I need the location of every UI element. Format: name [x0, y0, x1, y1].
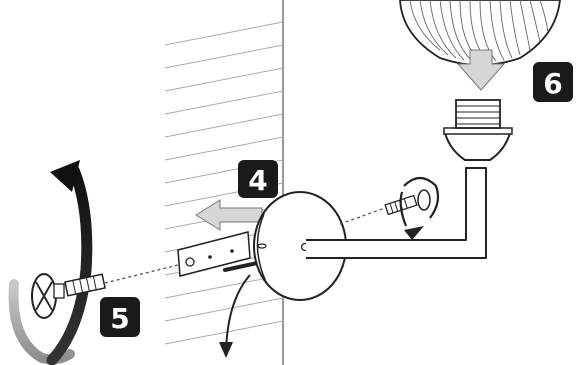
lamp-arm: [306, 167, 487, 259]
bracket-screw-hole-icon: [185, 257, 195, 267]
screw-shaft: [64, 273, 106, 297]
step-6-label: 6: [543, 67, 562, 100]
socket-thread: [455, 99, 501, 129]
step-6-badge: 6: [533, 62, 573, 102]
rotate-arrow-icon: [404, 226, 424, 240]
step-5-badge: 5: [100, 297, 140, 337]
step-4-badge: 4: [238, 160, 278, 198]
step-4-label: 4: [248, 164, 267, 197]
arm-screw: [339, 176, 440, 240]
canopy: [253, 191, 347, 301]
wire-arrow-icon: [219, 342, 233, 358]
lamp-socket: [443, 99, 513, 161]
rotate-grey-arrow-icon: [8, 279, 75, 365]
push-left-arrow-icon: [195, 199, 263, 231]
rotate-black-arrow-icon: [50, 160, 80, 192]
wall-screw: [8, 160, 179, 365]
mounting-bracket: [177, 231, 264, 277]
wire-curve: [225, 274, 251, 351]
screw-down-arrow-icon: [456, 49, 506, 91]
step-5-label: 5: [110, 302, 129, 335]
